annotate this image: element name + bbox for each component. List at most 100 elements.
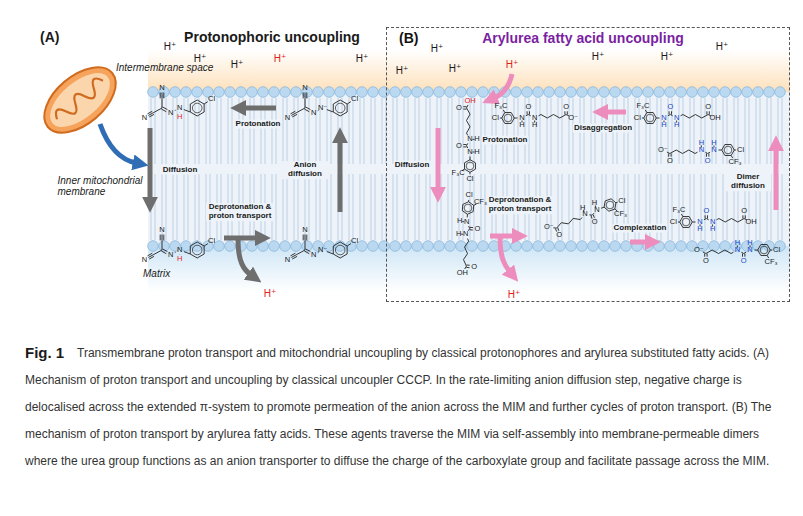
lipid-head <box>577 241 588 252</box>
atom-label: Cl <box>737 146 744 154</box>
lipid-tail <box>221 98 222 164</box>
lipid-tail <box>404 174 405 240</box>
chemical-bond <box>707 215 708 218</box>
atom-label: O <box>556 232 562 240</box>
chemical-bond <box>467 264 470 265</box>
lipid-tail <box>602 174 603 240</box>
lipid-tail <box>661 98 662 164</box>
lipid-head <box>401 241 412 252</box>
chemical-bond <box>470 157 471 160</box>
lipid-head <box>445 87 456 98</box>
lipid-tail <box>331 98 332 164</box>
lipid-head <box>456 87 467 98</box>
chemical-bond <box>529 111 530 114</box>
lipid-head <box>753 241 764 252</box>
chemical-bond <box>558 228 559 231</box>
lipid-tail <box>239 98 240 164</box>
lipid-head <box>269 241 280 252</box>
chemical-bond <box>204 104 205 112</box>
lipid-head <box>577 87 588 98</box>
lipid-head <box>533 241 544 252</box>
chemical-bond <box>725 155 731 156</box>
lipid-tail <box>558 98 559 164</box>
lipid-head <box>181 87 192 98</box>
lipid-head <box>588 87 599 98</box>
chemical-bond <box>468 200 469 202</box>
lipid-head <box>544 241 555 252</box>
lipid-head <box>566 87 577 98</box>
lipid-head <box>478 87 489 98</box>
chemical-bond <box>467 108 471 114</box>
lipid-tail <box>547 98 548 164</box>
chemical-bond <box>683 115 689 119</box>
lipid-tail <box>635 98 636 164</box>
atom-label: CF₃ <box>728 158 741 166</box>
chemical-bond <box>725 144 731 145</box>
step-label: Deprotonation & proton transport <box>486 196 554 214</box>
lipid-head <box>610 241 621 252</box>
proton-label: H⁺ <box>716 41 729 52</box>
lipid-tail <box>287 174 288 240</box>
chemical-bond <box>611 199 616 203</box>
chemical-bond <box>601 207 604 208</box>
atom-label: OH <box>464 97 475 105</box>
chemical-bond <box>692 222 695 223</box>
lipid-head <box>632 87 643 98</box>
chemical-bond <box>503 110 505 113</box>
chemical-bond <box>689 115 695 119</box>
atom-label: Cl <box>670 218 677 226</box>
lipid-head <box>247 241 258 252</box>
proton-label: H⁺ <box>508 289 521 300</box>
chemical-bond <box>560 115 566 119</box>
chemical-bond <box>333 246 334 254</box>
lipid-tail <box>701 98 702 164</box>
lipid-tail <box>316 98 317 164</box>
chemical-bond <box>561 223 568 224</box>
lipid-tail <box>375 98 376 164</box>
chemical-bond <box>528 115 530 116</box>
proton-label: H⁺ <box>449 63 462 74</box>
lipid-tail <box>166 98 167 164</box>
lipid-head <box>291 241 302 252</box>
chemical-bond <box>668 154 669 157</box>
atom-label: O <box>525 103 531 111</box>
lipid-tail <box>360 98 361 164</box>
lipid-tail <box>353 174 354 240</box>
aromatic-ring <box>724 146 732 154</box>
proton-label: H⁺ <box>396 65 409 76</box>
chemical-bond <box>547 115 553 119</box>
atom-label: CF₃ <box>474 198 487 206</box>
lipid-tail <box>430 174 431 240</box>
lipid-tail <box>364 174 365 240</box>
atom-label: N <box>735 246 740 254</box>
atom-label: H <box>710 225 715 233</box>
lipid-tail <box>668 174 669 240</box>
atom-label: N <box>142 114 147 122</box>
lipid-tail <box>393 98 394 164</box>
chemical-bond <box>204 102 208 104</box>
chemical-bond <box>742 215 743 218</box>
lipid-head <box>621 241 632 252</box>
chemical-bond <box>162 240 163 250</box>
chemical-bond <box>573 218 580 219</box>
lipid-head <box>368 87 379 98</box>
lipid-tail <box>562 98 563 164</box>
atom-label: N <box>302 84 307 92</box>
chemical-bond <box>306 249 311 252</box>
chemical-bond <box>190 104 191 112</box>
chemical-bond <box>464 163 465 169</box>
lipid-tail <box>397 98 398 164</box>
intermembrane-band <box>148 50 790 92</box>
chemical-bond <box>347 246 348 254</box>
chemical-bond <box>347 244 351 246</box>
lipid-tail <box>782 174 783 240</box>
chemical-bond <box>761 244 767 245</box>
atom-label: H <box>711 139 716 147</box>
chemical-bond <box>695 152 697 153</box>
lipid-tail <box>441 174 442 240</box>
molecules <box>147 93 772 270</box>
chemical-bond <box>669 111 670 114</box>
lipid-tail <box>177 174 178 240</box>
atom-label: Cl <box>466 175 473 183</box>
lipid-head <box>478 241 489 252</box>
